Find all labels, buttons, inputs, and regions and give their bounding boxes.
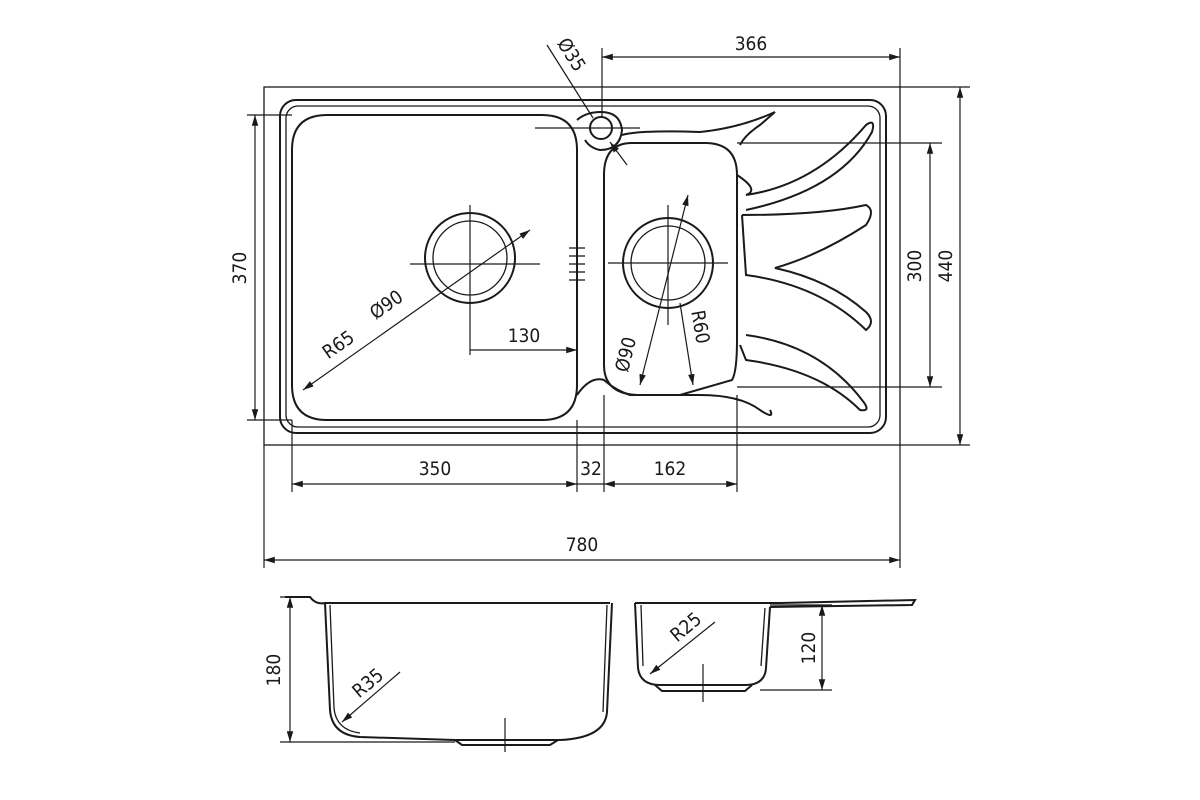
dim-small-depth: 120: [798, 632, 820, 665]
top-view: 366 Ø35 370 440 300 R65 Ø90 130 Ø90 R60 …: [229, 33, 970, 568]
rim-inner: [285, 105, 881, 428]
sink-outline: [263, 86, 901, 446]
small-waste-icon: [608, 205, 728, 325]
dim-overall-depth: 440: [935, 250, 957, 283]
overflow-slots-icon: [569, 247, 585, 281]
dim-tap-hole: Ø35: [552, 34, 589, 76]
dim-main-waste: Ø90: [366, 286, 407, 324]
dim-main-bowl-radius: R65: [318, 326, 358, 363]
dim-small-inner-radius: R25: [666, 608, 706, 646]
tap-hole-icon: [535, 110, 640, 152]
dim-main-depth: 180: [263, 654, 285, 687]
small-bowl: [603, 142, 738, 396]
dim-main-waste-offset: 130: [508, 325, 541, 347]
dim-drainer-height: 300: [904, 250, 926, 283]
dim-small-bowl-radius: R60: [686, 308, 714, 345]
main-bowl: [291, 114, 578, 421]
dim-overall-width: 780: [566, 534, 599, 556]
rim-outer: [279, 99, 887, 434]
dim-divider-width: 32: [580, 458, 602, 480]
section-dimension-lines: [280, 596, 832, 743]
section-main-bowl: [324, 602, 613, 741]
dim-small-bowl-width: 162: [654, 458, 687, 480]
divider-curve: [576, 378, 773, 416]
dim-small-waste: Ø90: [611, 335, 641, 374]
dim-tap-offset: 366: [735, 33, 768, 55]
divider-top: [621, 111, 776, 136]
dim-main-bowl-width: 350: [419, 458, 452, 480]
section-view: 180 R35 R25 120: [263, 596, 917, 752]
dimension-lines: [247, 44, 970, 568]
drainer-ribs: [736, 111, 875, 412]
dim-main-inner-radius: R35: [348, 664, 388, 702]
dim-bowl-height: 370: [229, 252, 251, 285]
